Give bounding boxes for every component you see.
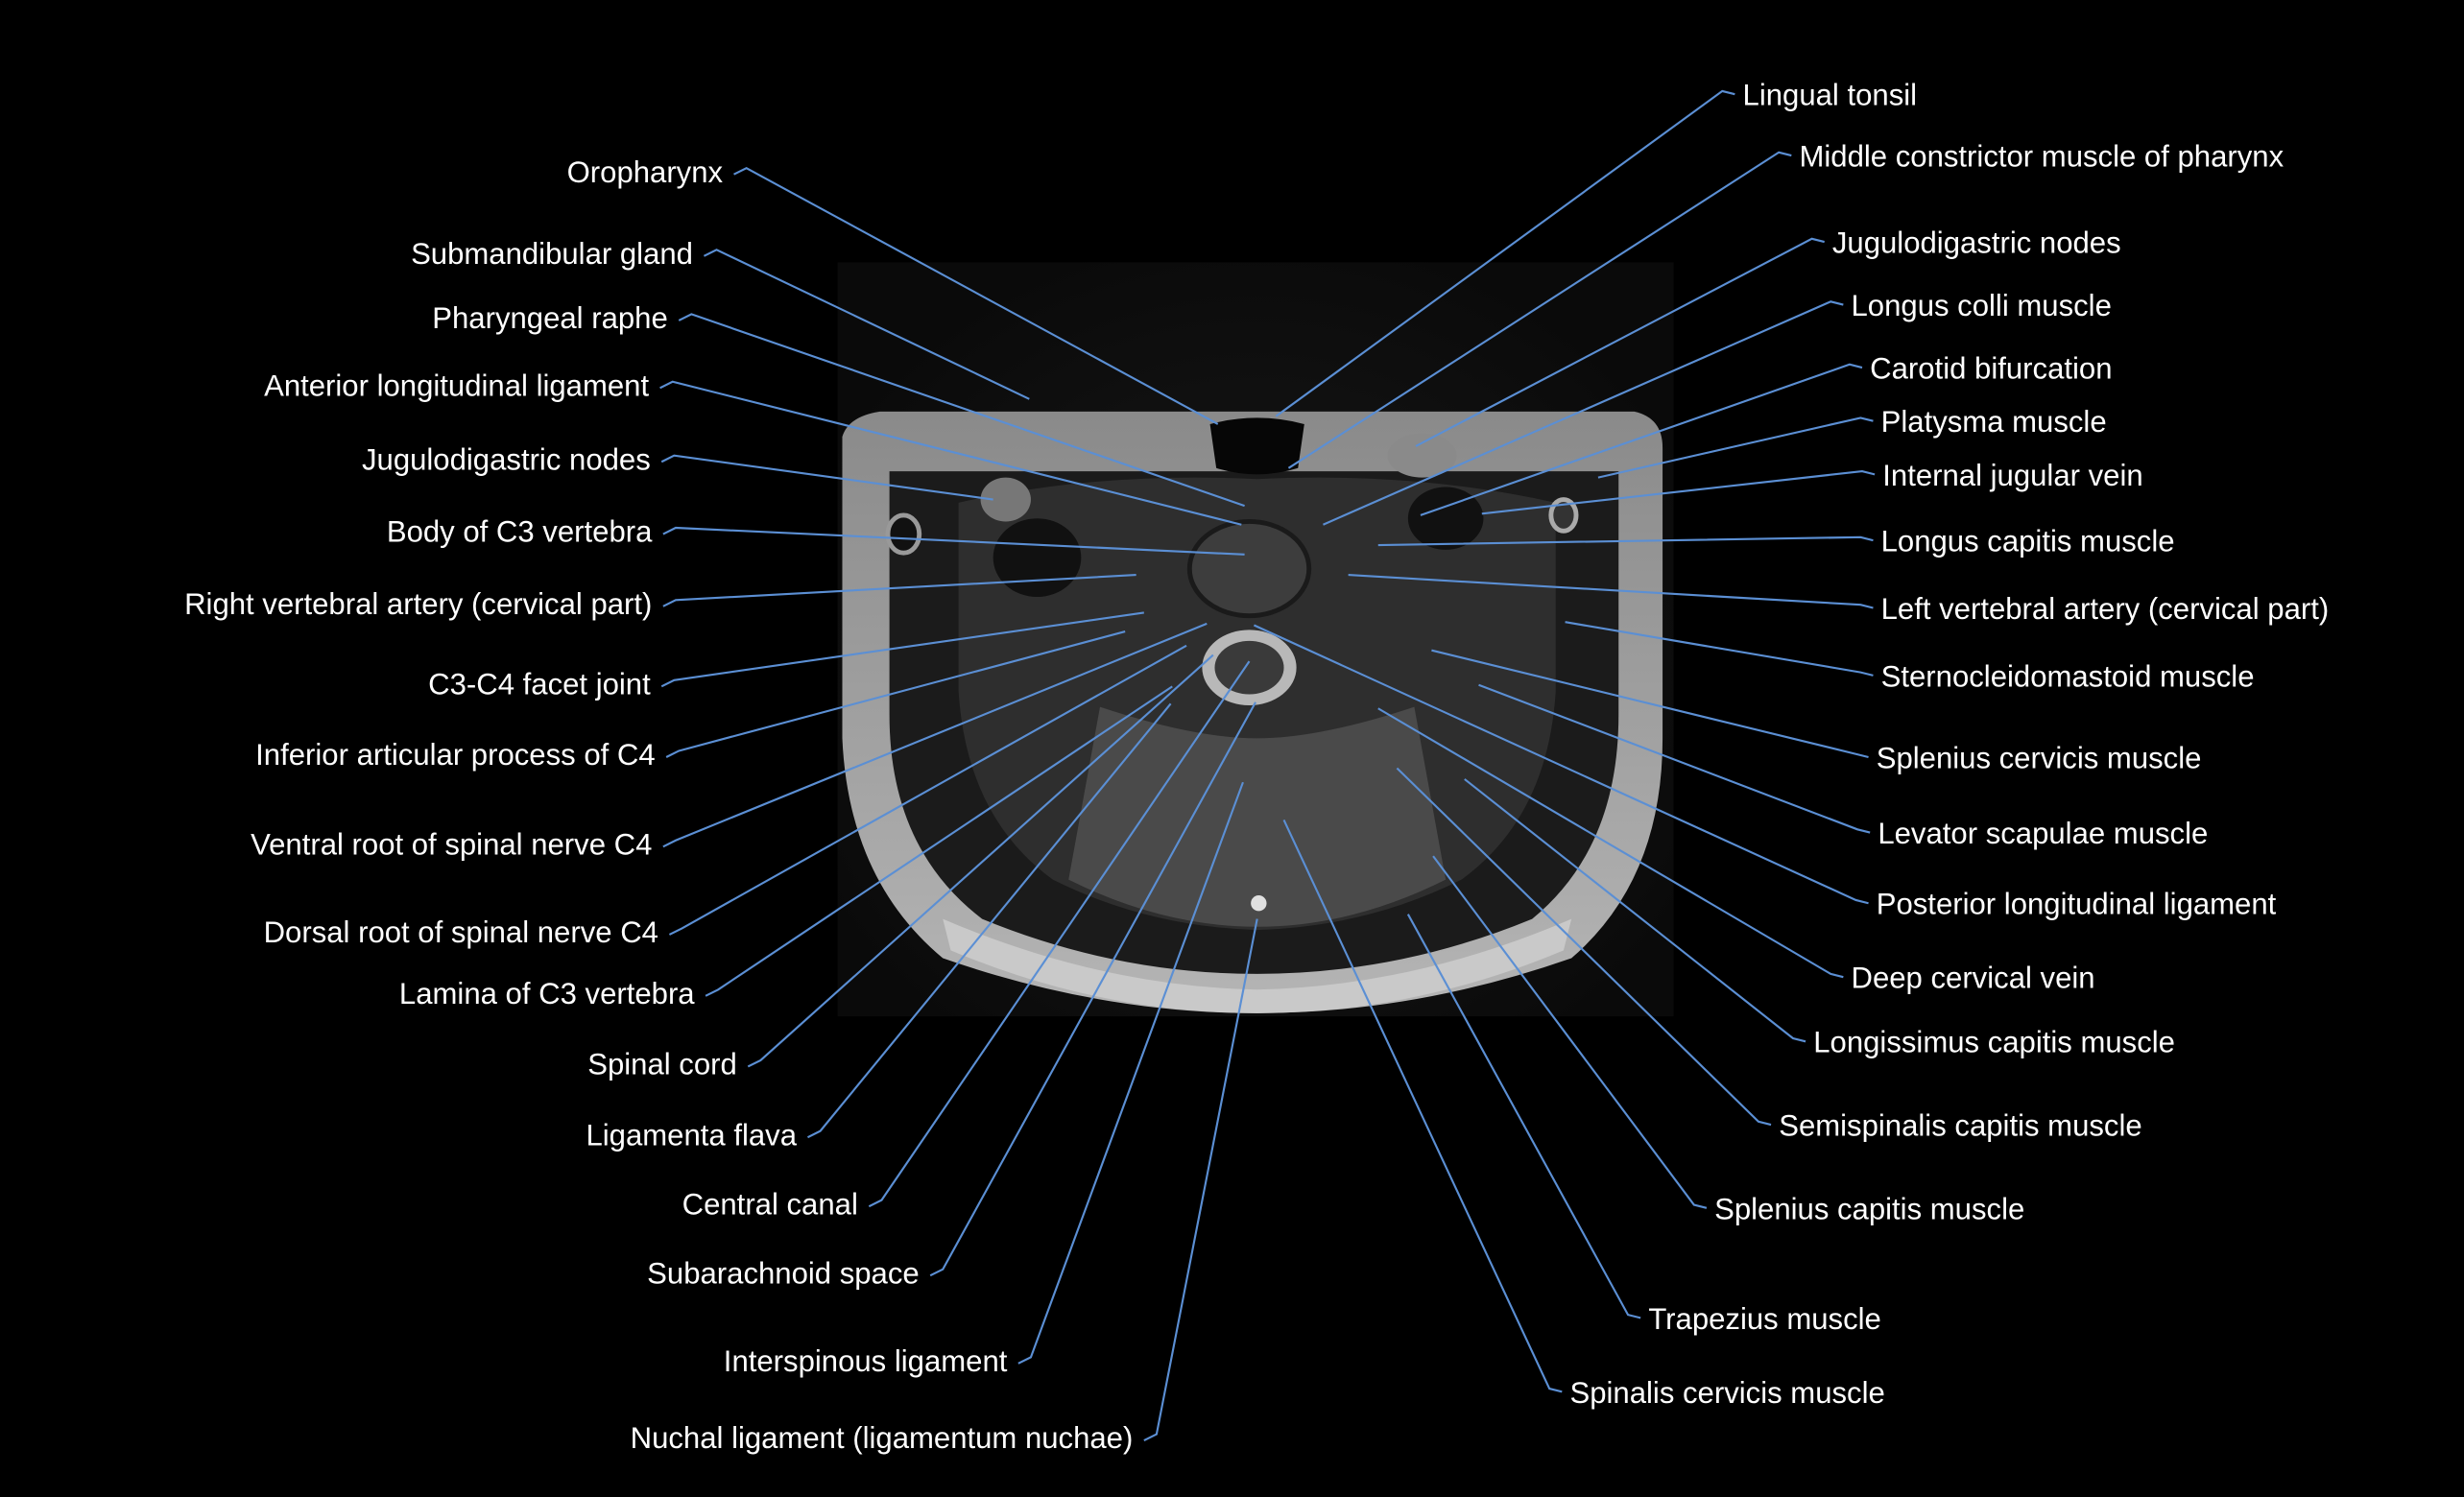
posterior-fat: [943, 918, 1572, 1013]
left-node-shape: [980, 477, 1031, 522]
posterior-muscles: [1068, 706, 1447, 927]
label-pharyngeal-raphe: Pharyngeal raphe: [432, 301, 667, 335]
spinous-process: [1251, 895, 1267, 912]
label-interspinous-ligament: Interspinous ligament: [724, 1344, 1008, 1378]
leader-line-lamina-of-c3-vertebra: [705, 685, 1173, 997]
label-splenius-cervicis-muscle: Splenius cervicis muscle: [1877, 741, 2202, 774]
label-splenius-capitis-muscle: Splenius capitis muscle: [1714, 1192, 2024, 1225]
leader-line-longus-colli-muscle: [1323, 300, 1844, 526]
vertebral-body: [1186, 519, 1312, 619]
label-anterior-longitudinal-ligament: Anterior longitudinal ligament: [264, 369, 649, 403]
mri-axial-slice: [837, 262, 1674, 1017]
label-sternocleidomastoid-muscle: Sternocleidomastoid muscle: [1881, 659, 2255, 693]
leader-line-nuchal-ligament-ligamentum-nuchae: [1143, 918, 1258, 1442]
leader-line-longus-capitis-muscle: [1377, 535, 1874, 547]
leader-line-semispinalis-capitis-muscle: [1396, 767, 1772, 1127]
label-ventral-root-of-spinal-nerve-c4: Ventral root of spinal nerve C4: [251, 827, 652, 861]
label-longus-colli-muscle: Longus colli muscle: [1852, 289, 2112, 322]
label-body-of-c3-vertebra: Body of C3 vertebra: [387, 515, 653, 549]
leader-line-trapezius-muscle: [1406, 914, 1641, 1319]
label-trapezius-muscle: Trapezius muscle: [1648, 1302, 1881, 1336]
label-inferior-articular-process-of-c4: Inferior articular process of C4: [255, 738, 656, 772]
leader-line-ventral-root-of-spinal-nerve-c4: [662, 622, 1208, 848]
leader-line-spinalis-cervicis-muscle: [1282, 820, 1563, 1393]
label-spinal-cord: Spinal cord: [587, 1048, 737, 1081]
leader-line-dorsal-root-of-spinal-nerve-c4: [668, 644, 1187, 936]
label-posterior-longitudinal-ligament: Posterior longitudinal ligament: [1877, 888, 2277, 921]
leader-line-subarachnoid-space: [929, 701, 1256, 1277]
leader-line-splenius-cervicis-muscle: [1431, 649, 1869, 759]
label-longissimus-capitis-muscle: Longissimus capitis muscle: [1813, 1026, 2175, 1059]
label-jugulodigastric-nodes: Jugulodigastric nodes: [362, 442, 651, 476]
leader-line-left-vertebral-artery-cervical-part: [1348, 574, 1874, 609]
label-nuchal-ligament-ligamentum-nuchae: Nuchal ligament (ligamentum nuchae): [631, 1421, 1134, 1455]
leader-line-body-of-c3-vertebra: [662, 526, 1245, 556]
leader-line-middle-constrictor-muscle-of-pharynx: [1287, 151, 1792, 469]
label-subarachnoid-space: Subarachnoid space: [647, 1256, 920, 1290]
label-central-canal: Central canal: [682, 1187, 858, 1221]
label-spinalis-cervicis-muscle: Spinalis cervicis muscle: [1569, 1376, 1884, 1410]
label-right-vertebral-artery-cervical-part: Right vertebral artery (cervical part): [184, 587, 652, 621]
leader-line-oropharynx: [733, 166, 1219, 425]
leader-line-splenius-capitis-muscle: [1432, 855, 1708, 1209]
left-ext-jugular-shape: [1548, 497, 1579, 534]
leader-line-lingual-tonsil: [1275, 89, 1735, 417]
label-left-vertebral-artery-cervical-part: Left vertebral artery (cervical part): [1881, 592, 2330, 626]
leader-line-levator-scapulae-muscle: [1478, 683, 1871, 834]
label-submandibular-gland: Submandibular gland: [411, 237, 693, 271]
leader-line-sternocleidomastoid-muscle: [1565, 621, 1874, 677]
label-dorsal-root-of-spinal-nerve-c4: Dorsal root of spinal nerve C4: [264, 915, 658, 949]
label-c3-c4-facet-joint: C3-C4 facet joint: [428, 668, 651, 701]
leader-line-right-vertebral-artery-cervical-part: [662, 574, 1136, 607]
label-platysma-muscle: Platysma muscle: [1881, 405, 2107, 439]
label-lamina-of-c3-vertebra: Lamina of C3 vertebra: [399, 977, 695, 1010]
leader-line-internal-jugular-vein: [1481, 470, 1876, 515]
leader-line-deep-cervical-vein: [1377, 707, 1844, 979]
leader-line-carotid-bifurcation: [1420, 363, 1863, 516]
leader-line-inferior-articular-process-of-c4: [665, 630, 1126, 758]
label-oropharynx: Oropharynx: [567, 155, 724, 189]
airway: [1209, 417, 1304, 475]
leader-lines: [659, 89, 1876, 1442]
leader-line-spinal-cord: [747, 653, 1214, 1068]
leader-line-posterior-longitudinal-ligament: [1253, 624, 1869, 905]
leader-line-platysma-muscle: [1597, 416, 1874, 479]
right-ijv-shape: [993, 518, 1082, 598]
leader-line-jugulodigastric-nodes: [660, 454, 993, 501]
leader-line-jugulodigastric-nodes: [1415, 237, 1825, 447]
label-ligamenta-flava: Ligamenta flava: [586, 1118, 797, 1152]
label-internal-jugular-vein: Internal jugular vein: [1882, 459, 2142, 492]
spinal-cord-shape: [1214, 640, 1284, 695]
left-ijv-shape: [1407, 487, 1484, 550]
label-middle-constrictor-muscle-of-pharynx: Middle constrictor muscle of pharynx: [1799, 140, 2284, 174]
leader-line-c3-c4-facet-joint: [660, 611, 1144, 688]
label-carotid-bifurcation: Carotid bifurcation: [1870, 352, 2112, 386]
leader-line-central-canal: [868, 660, 1251, 1208]
leader-line-interspinous-ligament: [1017, 781, 1244, 1365]
label-jugulodigastric-nodes: Jugulodigastric nodes: [1832, 226, 2121, 260]
leader-line-ligamenta-flava: [807, 702, 1172, 1139]
submandibular-shape: [1387, 433, 1457, 478]
leader-line-longissimus-capitis-muscle: [1464, 778, 1806, 1043]
label-levator-scapulae-muscle: Levator scapulae muscle: [1878, 817, 2208, 850]
leader-line-anterior-longitudinal-ligament: [659, 380, 1242, 526]
label-deep-cervical-vein: Deep cervical vein: [1852, 962, 2095, 995]
right-ext-jugular-shape: [885, 512, 922, 556]
label-lingual-tonsil: Lingual tonsil: [1743, 79, 1918, 112]
label-longus-capitis-muscle: Longus capitis muscle: [1881, 525, 2175, 558]
label-semispinalis-capitis-muscle: Semispinalis capitis muscle: [1779, 1109, 2141, 1143]
leader-line-pharyngeal-raphe: [678, 313, 1245, 508]
leader-line-submandibular-gland: [703, 249, 1030, 400]
